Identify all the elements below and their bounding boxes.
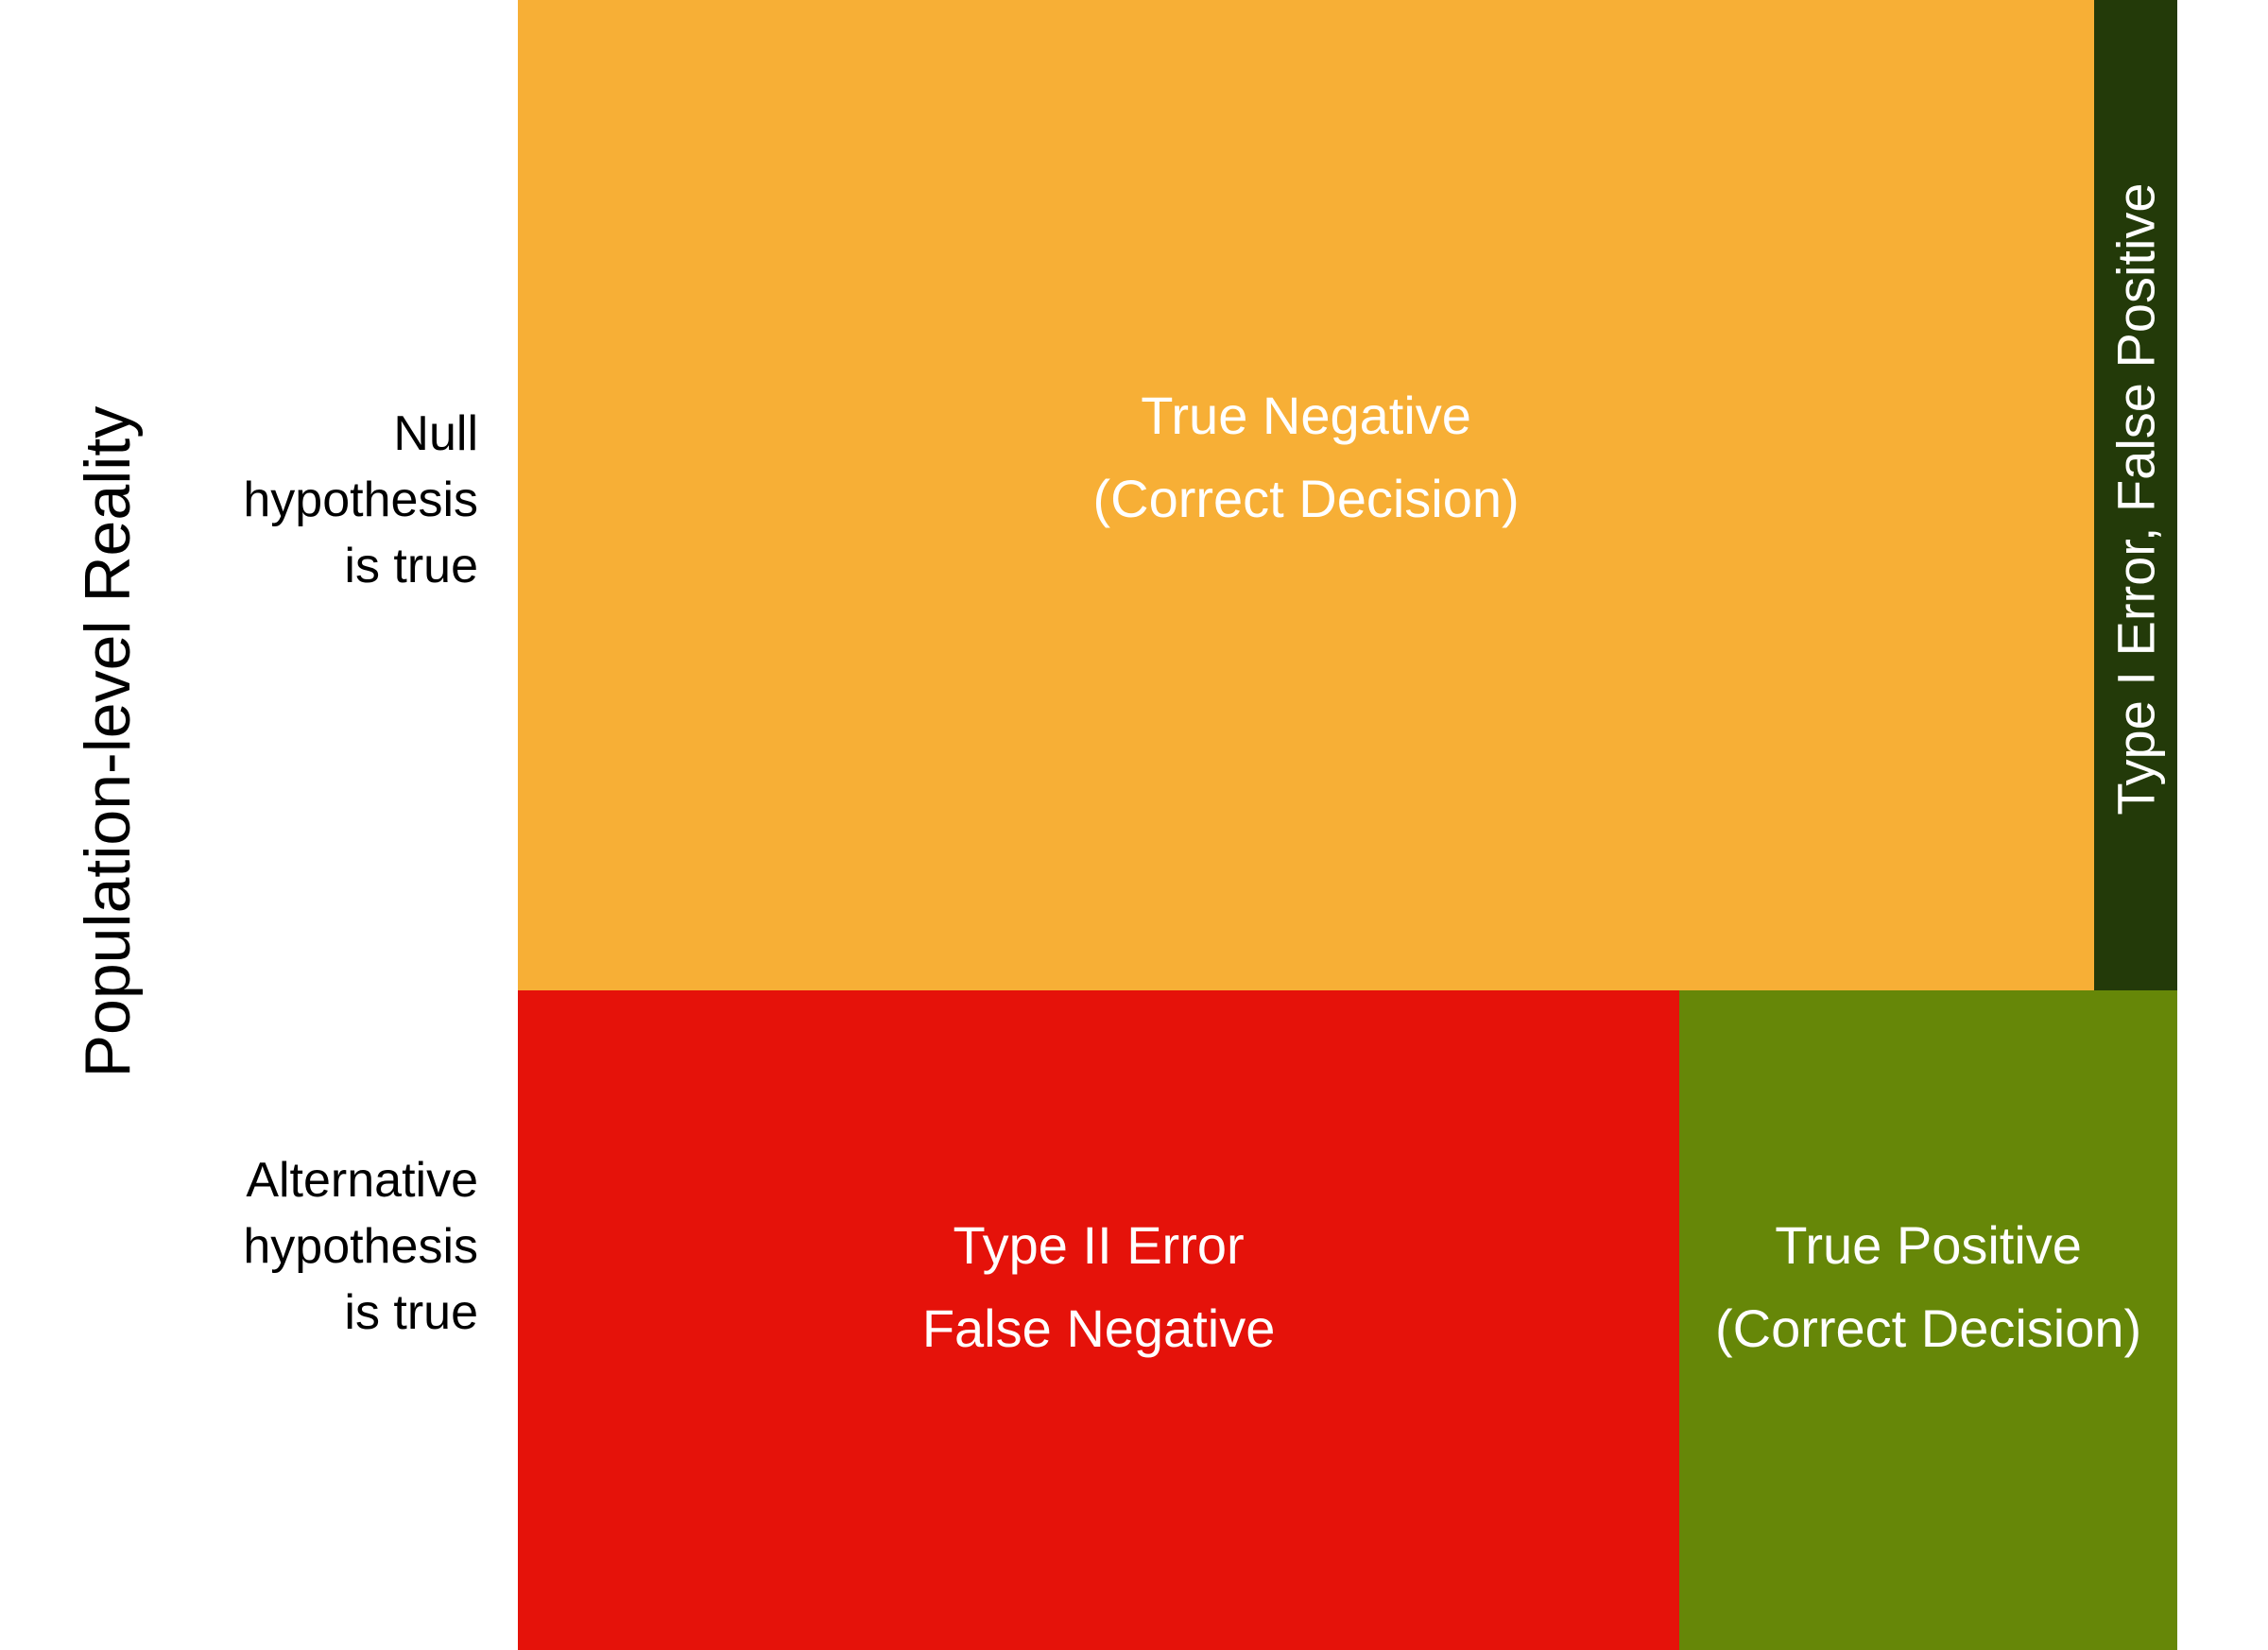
row-label-null: Null hypothesis is true: [195, 401, 478, 599]
true-positive-line-1: True Positive: [1775, 1214, 2082, 1275]
type-one-error-label: Type I Error, False Positive: [2105, 182, 2166, 816]
true-positive-line-2: (Correct Decision): [1714, 1298, 2142, 1358]
true-positive-cell: True Positive (Correct Decision): [1679, 989, 2177, 1650]
true-negative-label: True Negative (Correct Decision): [518, 374, 2094, 541]
true-negative-line-2: (Correct Decision): [1092, 469, 1520, 528]
type-two-error-line-2: False Negative: [921, 1298, 1276, 1358]
true-negative-cell: True Negative (Correct Decision): [518, 0, 2095, 990]
row-label-alternative-line-3: is true: [344, 1285, 478, 1340]
axis-title: Population-level Reality: [72, 405, 144, 1078]
true-positive-label: True Positive (Correct Decision): [1679, 1204, 2177, 1370]
row-label-alternative: Alternative hypothesis is true: [195, 1147, 478, 1346]
type-one-error-cell: Type I Error, False Positive: [2094, 0, 2177, 990]
row-label-null-line-2: hypothesis: [243, 473, 478, 527]
type-two-error-label: Type II Error False Negative: [518, 1204, 1679, 1370]
type-two-error-line-1: Type II Error: [953, 1214, 1245, 1275]
row-label-null-line-1: Null: [393, 406, 478, 461]
true-negative-line-1: True Negative: [1141, 386, 1471, 445]
row-label-alternative-line-2: hypothesis: [243, 1219, 478, 1274]
row-label-null-line-3: is true: [344, 539, 478, 593]
type-two-error-cell: Type II Error False Negative: [518, 989, 1680, 1650]
row-label-alternative-line-1: Alternative: [246, 1153, 478, 1208]
